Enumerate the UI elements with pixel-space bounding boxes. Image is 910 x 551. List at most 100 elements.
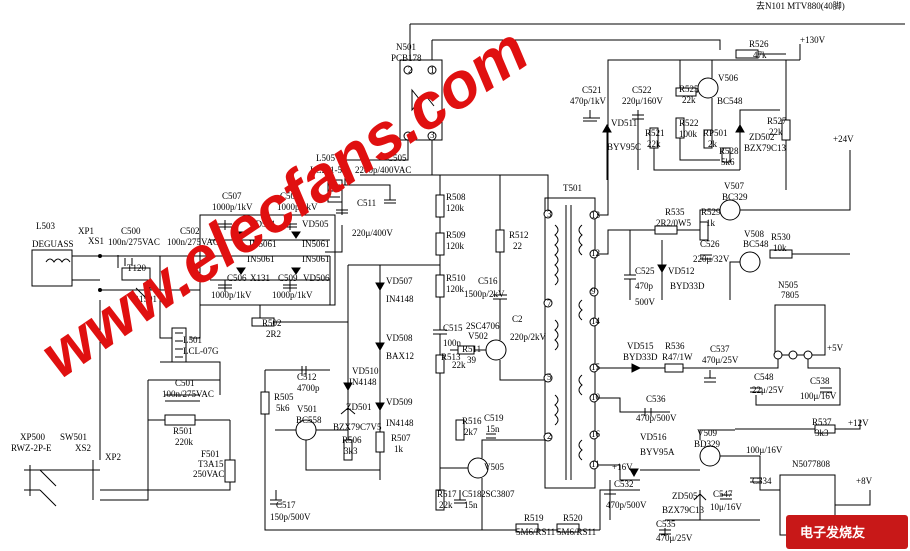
label-p3: 3: [430, 130, 435, 140]
label-v8: +8V: [856, 476, 873, 486]
label-zd505v: BZX79C13: [662, 505, 705, 515]
label-c532: C532: [614, 479, 634, 489]
transistor-v509: [699, 445, 721, 467]
label-t10: 10: [591, 392, 601, 402]
label-t2: 2: [547, 431, 552, 441]
resistor-r511: [457, 345, 475, 355]
label-vd508v: BAX12: [386, 351, 414, 361]
label-zd502: ZD502: [749, 132, 775, 142]
label-r508: R508: [446, 192, 466, 202]
label-vd505: VD505: [302, 219, 329, 229]
label-r522: R522: [679, 118, 699, 128]
resistor-r516: [455, 419, 465, 441]
label-l501: L501: [183, 335, 202, 345]
label-v12: +12V: [848, 418, 869, 428]
label-v509v: BD329: [694, 439, 721, 449]
label-c506: C506: [227, 273, 247, 283]
resistor-r506: [343, 439, 353, 461]
label-l501v: LCL-07G: [183, 346, 219, 356]
label-r506: R506: [342, 435, 362, 445]
label-c334: C334: [752, 476, 772, 486]
label-t5: 5: [547, 372, 552, 382]
label-vd505b: IN5061: [302, 239, 330, 249]
label-c501v: 100n/275VAC: [162, 389, 214, 399]
logo-text: 电子发烧友: [800, 525, 865, 541]
wiring: [24, 23, 905, 536]
resistor-r520: [556, 523, 580, 533]
label-vd509v: IN4148: [386, 418, 414, 428]
label-c507: C507: [222, 191, 242, 201]
label-n505: N505: [778, 280, 798, 290]
label-c506v: 1000p/1kV: [211, 290, 252, 300]
label-r529v: 1k: [706, 218, 716, 228]
component-labels: 去N101 MTV880(40脚)+130V+24V+5V+12V+8V+16V…: [11, 0, 904, 543]
resistor-r509: [435, 232, 445, 256]
label-r527: R527: [767, 116, 787, 126]
label-to-n101: 去N101 MTV880(40脚): [756, 0, 845, 11]
label-v16: +16V: [612, 462, 633, 472]
label-c500: C500: [121, 226, 141, 236]
label-t9: 9: [591, 286, 596, 296]
label-c516: C516: [478, 276, 498, 286]
label-deguass: DEGUASS: [32, 239, 74, 249]
label-vd501: VD501: [249, 219, 276, 229]
label-vd508: VD508: [386, 333, 413, 343]
label-f501a: T3A15: [198, 459, 224, 469]
resistor-r536: [664, 363, 684, 373]
label-c501: C501: [175, 378, 195, 388]
label-r506v: 3k3: [344, 446, 358, 456]
label-r509v: 120k: [446, 241, 465, 251]
label-r530: R530: [771, 232, 791, 242]
label-vd510v: IN4148: [349, 377, 377, 387]
label-t11: 11: [591, 459, 600, 469]
label-c536: C536: [646, 394, 666, 404]
logo: 电子发烧友: [786, 515, 908, 549]
label-zd505: ZD505: [672, 491, 698, 501]
label-r537v: 3k3: [815, 428, 829, 438]
label-r512v: 22: [513, 241, 522, 251]
fuse-f501: [224, 459, 236, 483]
label-vd5061a: IN5061: [247, 254, 275, 264]
label-c515: C515: [443, 323, 463, 333]
potentiometer-rp501: [703, 129, 713, 149]
degauss-coil: [31, 249, 73, 287]
label-c548v: 22μ/25V: [752, 385, 784, 395]
label-c522: C522: [632, 85, 652, 95]
label-v5: +5V: [827, 343, 844, 353]
label-vd507v: IN4148: [386, 294, 414, 304]
label-c2v: 220p/2kV: [510, 332, 547, 342]
label-l505v: LCL-1-5A: [310, 165, 349, 175]
label-r536: R536: [665, 341, 685, 351]
label-r536v: R47/1W: [662, 352, 693, 362]
label-c521v: 470p/1kV: [570, 96, 607, 106]
label-v501: V501: [297, 404, 317, 414]
label-p1: 1: [430, 65, 435, 75]
label-c548: C548: [754, 372, 774, 382]
label-vd516: VD516: [640, 432, 667, 442]
label-r512: R512: [509, 230, 529, 240]
transistor-v502: [485, 339, 507, 361]
label-c525a: 470p: [635, 281, 654, 291]
label-vd5061b: IN5061: [302, 254, 330, 264]
label-c526v: 220μ/32V: [693, 254, 730, 264]
label-c518v: 15n: [464, 500, 478, 510]
label-t16: 16: [591, 429, 601, 439]
label-t501: T501: [563, 183, 582, 193]
label-t15: 15: [591, 362, 601, 372]
label-r520: R520: [563, 513, 583, 523]
label-c512v: 4700p: [297, 383, 320, 393]
label-r519: R519: [524, 513, 544, 523]
label-v508v: BC548: [743, 239, 769, 249]
label-rp501v: 2k: [708, 139, 718, 149]
label-r537: R537: [812, 417, 832, 427]
label-l503: L503: [36, 221, 55, 231]
resistor-r508: [435, 194, 445, 218]
label-c535v: 470μ/25V: [656, 533, 693, 543]
label-r530v: 10k: [773, 243, 787, 253]
label-c518: C518: [462, 489, 482, 499]
label-r513: R513: [441, 352, 461, 362]
label-v509: V509: [697, 428, 717, 438]
label-vd510: VD510: [352, 366, 379, 376]
